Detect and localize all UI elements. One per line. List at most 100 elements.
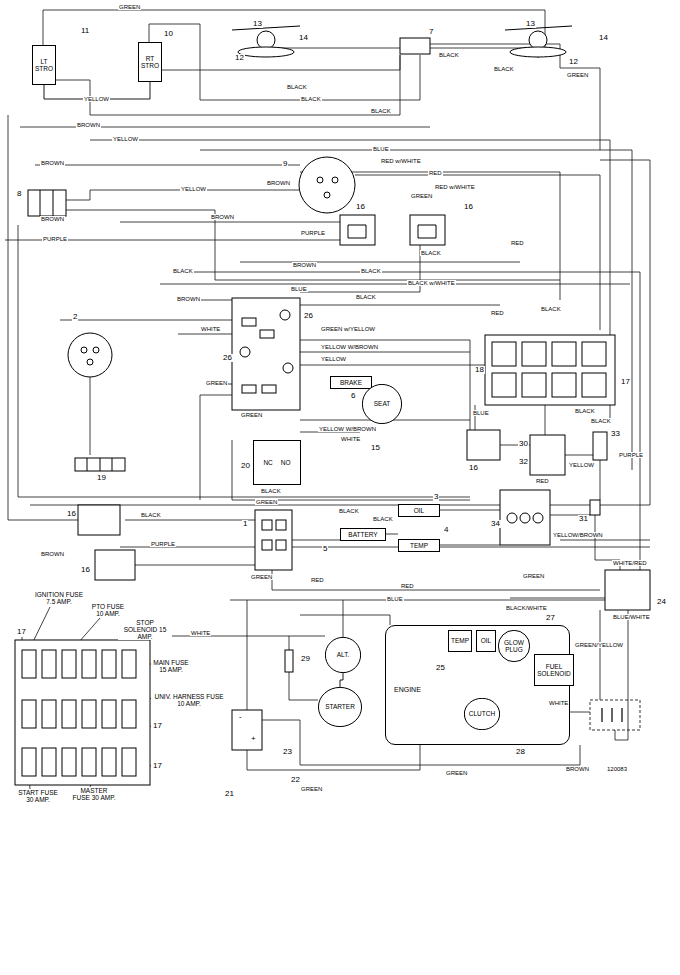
fuse-label: START FUSE 30 AMP. bbox=[14, 790, 62, 804]
component-circle: ALT. bbox=[325, 637, 361, 673]
wire-label: BLUE bbox=[372, 146, 390, 152]
wire-label: BLACK bbox=[590, 418, 612, 424]
wire-connector bbox=[340, 673, 343, 687]
wire-label: GREEN bbox=[445, 770, 468, 776]
callout-number: 18 bbox=[474, 366, 485, 374]
component-label: ALT. bbox=[337, 651, 350, 658]
wire-label: BROWN bbox=[40, 216, 65, 222]
component-label: CLUTCH bbox=[469, 710, 495, 717]
callout-number: 16 bbox=[463, 203, 474, 211]
wire-label: GREEN bbox=[118, 4, 141, 10]
component-label: BRAKE bbox=[340, 379, 362, 386]
component-box: FUEL SOLENOID bbox=[534, 654, 574, 686]
wire-label: BLUE bbox=[472, 410, 490, 416]
wire-label: GREEN bbox=[255, 499, 278, 505]
component-label: NC bbox=[263, 459, 272, 466]
wire-label: BLACK bbox=[420, 250, 442, 256]
callout-number: 13 bbox=[525, 20, 536, 28]
callout-number: 21 bbox=[224, 790, 235, 798]
component-box: OIL bbox=[398, 504, 440, 517]
callout-number: 7 bbox=[428, 28, 434, 36]
wire-label: BROWN bbox=[565, 766, 590, 772]
callout-number: 15 bbox=[370, 444, 381, 452]
wire-label: GREEN w/YELLOW bbox=[320, 326, 376, 332]
callout-number: 26 bbox=[303, 312, 314, 320]
wire-label: PURPLE bbox=[300, 230, 326, 236]
wire-label: BLACK bbox=[286, 84, 308, 90]
wire-label: GREEN bbox=[522, 573, 545, 579]
callout-number: 10 bbox=[163, 30, 174, 38]
wire-label: BLUE bbox=[386, 596, 404, 602]
wire-label: 120083 bbox=[606, 766, 628, 772]
callout-number: 19 bbox=[96, 474, 107, 482]
fuse-label: UNIV. HARNESS FUSE 10 AMP. bbox=[152, 694, 226, 708]
wire-label: GREEN bbox=[240, 412, 263, 418]
callout-number: 17 bbox=[152, 762, 163, 770]
engine-block: ENGINETEMPOILGLOW PLUGFUEL SOLENOIDCLUTC… bbox=[385, 625, 570, 745]
component-circle: STARTER bbox=[318, 687, 362, 727]
wire-label: BROWN bbox=[266, 180, 291, 186]
callout-number: 4 bbox=[443, 526, 449, 534]
component-label: NO bbox=[281, 459, 291, 466]
wire-label: BLACK bbox=[172, 268, 194, 274]
component-circle: SEAT bbox=[362, 384, 402, 424]
callout-number: 32 bbox=[518, 458, 529, 466]
wire-label: BLACK bbox=[140, 512, 162, 518]
wire-label: BROWN bbox=[210, 214, 235, 220]
wire-label: PURPLE bbox=[150, 541, 176, 547]
wire-label: WHITE bbox=[200, 326, 221, 332]
component-label: GLOW PLUG bbox=[503, 639, 525, 653]
callout-number: 14 bbox=[598, 34, 609, 42]
callout-number: + bbox=[250, 735, 257, 743]
component-box: TEMP bbox=[398, 539, 440, 552]
wire-label: WHITE bbox=[190, 630, 211, 636]
component-box: TEMP bbox=[448, 630, 472, 652]
wire-label: BLACK bbox=[360, 268, 382, 274]
component-box: BRAKE bbox=[330, 376, 372, 389]
wire-label: BLUE/WHITE bbox=[612, 614, 651, 620]
wire-label: GREEN bbox=[566, 72, 589, 78]
wire-label: PURPLE bbox=[42, 236, 68, 242]
fuse-label: STOP SOLENOID 15 AMP. bbox=[118, 620, 172, 640]
callout-number: 8 bbox=[16, 190, 22, 198]
wire-label: BLACK bbox=[372, 516, 394, 522]
wire-label: GREEN bbox=[205, 380, 228, 386]
wire-label: BLACK bbox=[438, 52, 460, 58]
callout-number: 5 bbox=[322, 545, 328, 553]
wire-label: BROWN bbox=[40, 160, 65, 166]
callout-number: 22 bbox=[290, 776, 301, 784]
callout-number: 28 bbox=[515, 748, 526, 756]
component-circle: GLOW PLUG bbox=[498, 630, 530, 662]
callout-number: 16 bbox=[80, 566, 91, 574]
wire-label: GREEN bbox=[410, 193, 433, 199]
callout-number: 16 bbox=[66, 510, 77, 518]
wire-label: RED bbox=[400, 583, 415, 589]
wire-label: BLACK bbox=[300, 96, 322, 102]
wire-label: BROWN bbox=[292, 262, 317, 268]
callout-number: 20 bbox=[240, 462, 251, 470]
wire-label: RED bbox=[490, 310, 505, 316]
fuse-label: PTO FUSE 10 AMP. bbox=[88, 604, 128, 618]
wire-label: BROWN bbox=[76, 122, 101, 128]
callout-number: 2 bbox=[72, 313, 78, 321]
component-label: FUEL SOLENOID bbox=[537, 663, 571, 677]
wire-label: BLACK bbox=[540, 306, 562, 312]
callout-number: 13 bbox=[252, 20, 263, 28]
wire-label: GREEN bbox=[250, 574, 273, 580]
callout-number: 11 bbox=[80, 27, 90, 35]
wire-label: YELLOW bbox=[320, 356, 347, 362]
wire-label: YELLOW W/BROWN bbox=[320, 344, 379, 350]
callout-number: 9 bbox=[282, 160, 288, 168]
wire-label: GREEN/YELLOW bbox=[574, 642, 624, 648]
wire-label: RED bbox=[428, 170, 443, 176]
wire-label: BROWN bbox=[176, 296, 201, 302]
component-circle: CLUTCH bbox=[464, 698, 500, 730]
wire-label: GREEN bbox=[300, 786, 323, 792]
fuse-label: MASTER FUSE 30 AMP. bbox=[70, 788, 118, 802]
wire-label: BLUE bbox=[290, 286, 308, 292]
wire-label: BLACK bbox=[355, 294, 377, 300]
wire-label: BLACK bbox=[574, 408, 596, 414]
wire-label: PURPLE bbox=[618, 452, 644, 458]
component-label: TEMP bbox=[451, 637, 469, 644]
